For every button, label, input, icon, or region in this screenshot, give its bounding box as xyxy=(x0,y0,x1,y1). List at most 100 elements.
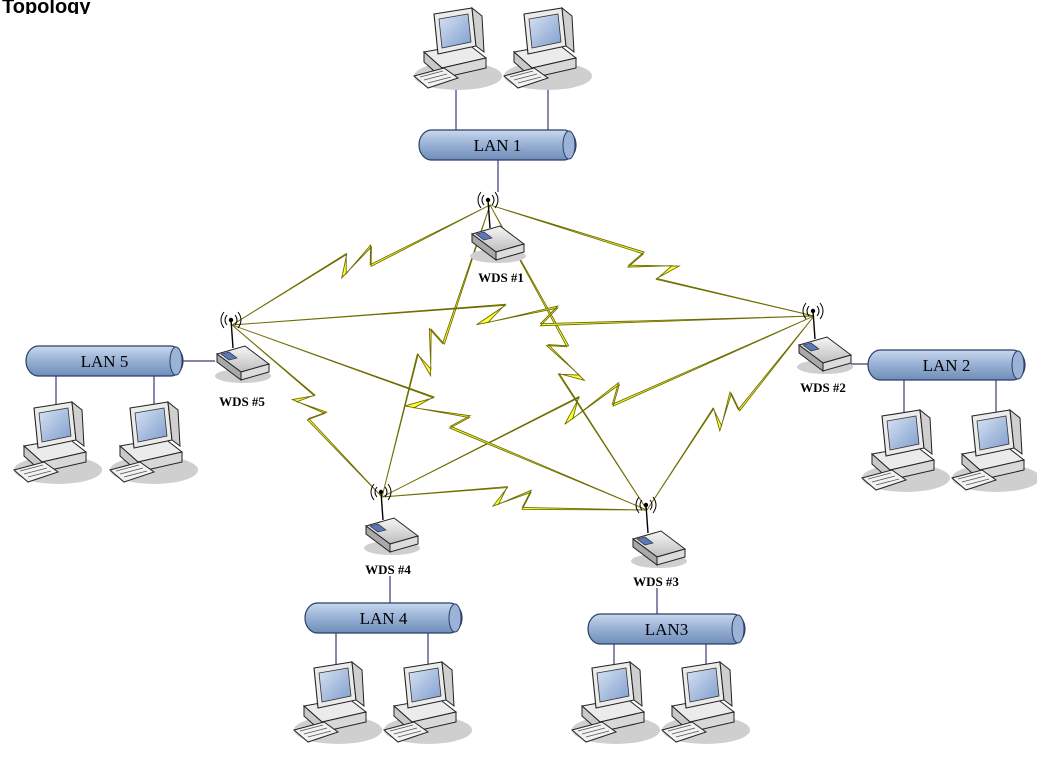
ap-panel xyxy=(475,231,493,241)
lan-bar-lan4: LAN 4 xyxy=(304,602,463,634)
wireless-link-bolt xyxy=(231,324,648,511)
wireless-link-bolt xyxy=(231,324,383,498)
monitor-screen xyxy=(686,667,720,703)
monitor-screen xyxy=(38,407,72,443)
antenna-signal-icon xyxy=(802,302,824,340)
wireless-link-bolt xyxy=(381,486,648,511)
ap-panel xyxy=(802,342,820,352)
lan-bar-end xyxy=(731,614,745,644)
lan-bar-end xyxy=(169,346,183,376)
ap-front xyxy=(822,354,852,372)
signal-wave xyxy=(237,311,242,329)
monitor-side xyxy=(629,660,643,708)
wireless-link-bolt xyxy=(381,204,491,498)
desktop-computer-icon xyxy=(660,660,750,744)
keyboard xyxy=(12,461,60,483)
wds-label-wds5: WDS #5 xyxy=(219,394,265,409)
monitor-side xyxy=(1009,408,1023,456)
desktop-computer-icon xyxy=(12,400,102,484)
desktop-computer-icon xyxy=(950,408,1037,492)
wireless-access-point-icon xyxy=(797,336,853,374)
wds-node-wds2: WDS #2 xyxy=(797,302,853,395)
antenna-mast xyxy=(487,199,491,229)
keyboard xyxy=(412,67,460,89)
monitor-screen xyxy=(438,13,472,49)
desktop-computer-icon xyxy=(108,400,198,484)
keyboard-keys xyxy=(957,472,990,486)
wds-node-wds4: WDS #4 xyxy=(364,483,420,577)
wireless-access-point-icon xyxy=(364,517,420,555)
antenna-signal-icon xyxy=(477,191,499,229)
monitor-screen xyxy=(976,415,1010,451)
ap-front xyxy=(240,363,270,381)
lan-label-lan2: LAN 2 xyxy=(923,356,971,375)
signal-wave xyxy=(806,305,810,317)
signal-wave xyxy=(220,311,225,329)
keyboard-keys xyxy=(299,724,332,738)
lan-label-lan4: LAN 4 xyxy=(360,609,408,628)
keyboard xyxy=(108,461,156,483)
lan-bar-lan2: LAN 2 xyxy=(867,349,1026,381)
ap-front xyxy=(495,243,525,261)
keyboard-keys xyxy=(577,724,610,738)
monitor-side xyxy=(71,400,85,448)
wds-label-wds4: WDS #4 xyxy=(365,562,411,577)
keyboard-keys xyxy=(19,464,52,478)
page-heading: Topology xyxy=(2,0,91,14)
monitor-screen xyxy=(528,13,562,49)
signal-wave xyxy=(477,191,482,209)
lan-bar-body xyxy=(418,129,577,161)
desktop-computer-icon xyxy=(860,408,950,492)
keyboard xyxy=(570,721,618,743)
signal-wave xyxy=(652,496,657,514)
keyboard xyxy=(860,469,908,491)
wireless-link-bolt xyxy=(231,204,491,326)
signal-wave xyxy=(819,302,824,320)
antenna-mast xyxy=(380,491,384,521)
ap-front xyxy=(656,548,686,566)
wds-label-wds2: WDS #2 xyxy=(800,380,846,395)
wds-label-wds3: WDS #3 xyxy=(633,574,679,589)
lan-bar-end xyxy=(562,130,576,160)
lan-bar-lan3: LAN3 xyxy=(587,613,746,645)
lan-bar-end xyxy=(448,603,462,633)
desktop-computer-icon xyxy=(382,660,472,744)
lan-bar-body xyxy=(25,345,184,377)
monitor-screen xyxy=(408,667,442,703)
monitor-side xyxy=(719,660,733,708)
lan-bar-end xyxy=(1011,350,1025,380)
monitor-side xyxy=(441,660,455,708)
wireless-link-bolt xyxy=(646,315,815,511)
keyboard xyxy=(502,67,550,89)
antenna-mast xyxy=(645,504,649,534)
ap-front xyxy=(389,535,419,553)
signal-wave xyxy=(635,496,640,514)
lan-bar-body xyxy=(304,602,463,634)
antenna-signal-icon xyxy=(370,483,392,521)
monitor-side xyxy=(167,400,181,448)
antenna-signal-icon xyxy=(220,311,242,349)
wireless-access-point-icon xyxy=(470,225,526,263)
wds-node-wds5: WDS #5 xyxy=(215,311,271,409)
signal-wave xyxy=(649,499,653,511)
keyboard xyxy=(382,721,430,743)
ap-panel xyxy=(220,351,238,361)
keyboard xyxy=(950,469,998,491)
monitor-side xyxy=(351,660,365,708)
keyboard-keys xyxy=(509,70,542,84)
signal-wave xyxy=(816,305,820,317)
lan-bar-lan5: LAN 5 xyxy=(25,345,184,377)
signal-wave xyxy=(494,191,499,209)
keyboard-keys xyxy=(867,472,900,486)
signal-wave xyxy=(374,486,378,498)
wds-label-wds1: WDS #1 xyxy=(478,270,524,285)
monitor-side xyxy=(919,408,933,456)
monitor-screen xyxy=(318,667,352,703)
signal-wave xyxy=(802,302,807,320)
monitor-side xyxy=(471,6,485,54)
keyboard-keys xyxy=(389,724,422,738)
desktop-computer-icon xyxy=(292,660,382,744)
lan-bar-lan1: LAN 1 xyxy=(418,129,577,161)
signal-wave xyxy=(224,314,228,326)
